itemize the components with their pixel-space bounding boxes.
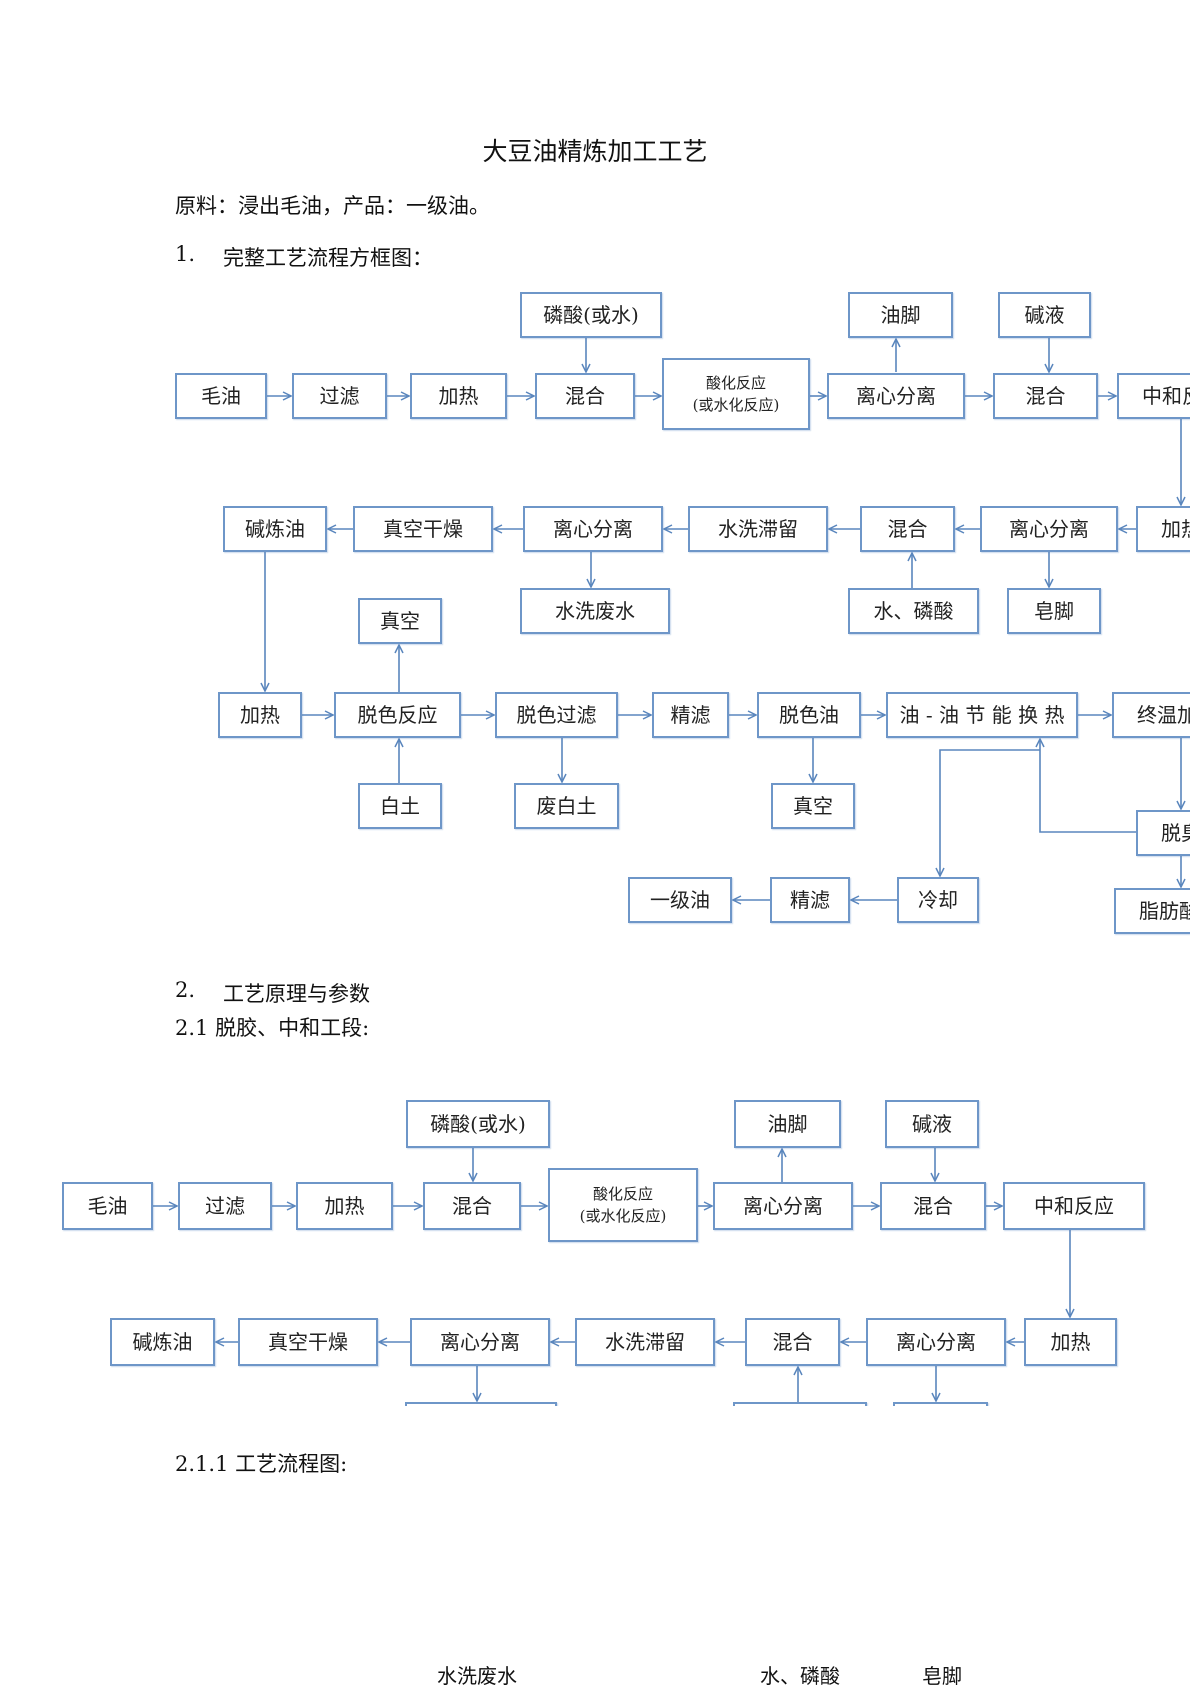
- degumming-process-diagram: 毛油 过滤 加热 磷酸(或水) 混合 酸化反应(或水化反应) 油脚 离心分离 碱…: [0, 1090, 1190, 1406]
- box2-centrifuge-1: 离心分离: [713, 1182, 853, 1230]
- box-clay: 白土: [358, 783, 442, 829]
- box2-acid-reaction: 酸化反应(或水化反应): [548, 1168, 698, 1242]
- label-soapstock: 皂脚: [922, 1664, 962, 1688]
- box-polish-filter-1: 精滤: [652, 692, 729, 738]
- box2-alkali-refined-oil: 碱炼油: [110, 1318, 215, 1366]
- box2-mix-1: 混合: [423, 1182, 521, 1230]
- section-2-1-title: 2.1 脱胶、中和工段:: [175, 1016, 370, 1040]
- box-soapstock: 皂脚: [1007, 588, 1101, 634]
- box-spent-clay: 废白土: [514, 783, 619, 829]
- box2-heat-2: 加热: [1024, 1318, 1117, 1366]
- box2-phosphoric-acid: 磷酸(或水): [406, 1100, 550, 1148]
- section-2-number: 2.: [175, 978, 196, 1002]
- section-1-number: 1.: [175, 242, 196, 266]
- section-1-title: 完整工艺流程方框图：: [223, 246, 433, 270]
- box2-vacuum-dry: 真空干燥: [238, 1318, 378, 1366]
- box-fatty-acid: 脂肪酸: [1114, 888, 1190, 934]
- box2-water-wash: 水洗滞留: [575, 1318, 715, 1366]
- box-mix-3: 混合: [860, 506, 955, 552]
- intro-text: 原料：浸出毛油，产品：一级油。: [175, 194, 490, 218]
- section-2-title: 工艺原理与参数: [223, 982, 370, 1006]
- box-mix-2: 混合: [993, 373, 1098, 419]
- box-vacuum-dry: 真空干燥: [353, 506, 493, 552]
- box-bleach-reaction: 脱色反应: [334, 692, 461, 738]
- box-filter: 过滤: [292, 373, 387, 419]
- box-heat-3: 加热: [218, 692, 302, 738]
- box-heat-exchanger: 油 - 油 节 能 换 热: [886, 692, 1078, 738]
- box2-centrifuge-3: 离心分离: [410, 1318, 550, 1366]
- box-final-heating: 终温加: [1112, 692, 1190, 738]
- box-centrifuge-2: 离心分离: [980, 506, 1118, 552]
- box-oil-foot: 油脚: [848, 292, 953, 338]
- box2-oil-foot: 油脚: [734, 1100, 841, 1148]
- box-water-wash: 水洗滞留: [688, 506, 828, 552]
- box-acid-reaction: 酸化反应(或水化反应): [662, 358, 810, 430]
- page-title: 大豆油精炼加工工艺: [482, 137, 708, 166]
- box2-mix-3: 混合: [745, 1318, 840, 1366]
- label-water-phosphoric: 水、磷酸: [760, 1664, 840, 1688]
- box2-soapstock-clipped: [893, 1402, 988, 1406]
- box-phosphoric-acid: 磷酸(或水): [520, 292, 662, 338]
- box2-filter: 过滤: [178, 1182, 272, 1230]
- box2-wash-wastewater-clipped: [405, 1402, 557, 1406]
- box-centrifuge-1: 离心分离: [827, 373, 965, 419]
- box2-centrifuge-2: 离心分离: [866, 1318, 1006, 1366]
- box-heat-2: 加热: [1136, 506, 1190, 552]
- box-centrifuge-3: 离心分离: [523, 506, 663, 552]
- box-water-phosphoric: 水、磷酸: [848, 588, 979, 634]
- box-mix-1: 混合: [535, 373, 635, 419]
- box-neutralization: 中和反: [1117, 373, 1190, 419]
- box-bleached-oil: 脱色油: [757, 692, 861, 738]
- box-grade-one-oil: 一级油: [628, 877, 732, 923]
- box2-mix-2: 混合: [880, 1182, 986, 1230]
- box-vacuum-1: 真空: [358, 598, 442, 644]
- box2-lye: 碱液: [885, 1100, 979, 1148]
- box2-water-phosphoric-clipped: [733, 1402, 867, 1406]
- box-cooling: 冷却: [897, 877, 979, 923]
- box2-neutralization: 中和反应: [1003, 1182, 1145, 1230]
- box-bleach-filter: 脱色过滤: [495, 692, 618, 738]
- section-2-1-1-title: 2.1.1 工艺流程图:: [175, 1452, 348, 1476]
- box2-crude-oil: 毛油: [62, 1182, 153, 1230]
- box2-heat-1: 加热: [296, 1182, 393, 1230]
- box-crude-oil: 毛油: [175, 373, 267, 419]
- box-polish-filter-2: 精滤: [770, 877, 850, 923]
- box-alkali-refined-oil: 碱炼油: [223, 506, 327, 552]
- box-lye: 碱液: [998, 292, 1091, 338]
- full-process-diagram: 毛油 过滤 加热 磷酸(或水) 混合 酸化反应(或水化反应) 油脚 离心分离 碱…: [0, 270, 1190, 940]
- box-vacuum-2: 真空: [771, 783, 855, 829]
- box-heat-1: 加热: [410, 373, 507, 419]
- label-wash-wastewater: 水洗废水: [437, 1664, 517, 1688]
- box-deodorize: 脱臭: [1136, 810, 1190, 856]
- box-wash-wastewater: 水洗废水: [520, 588, 670, 634]
